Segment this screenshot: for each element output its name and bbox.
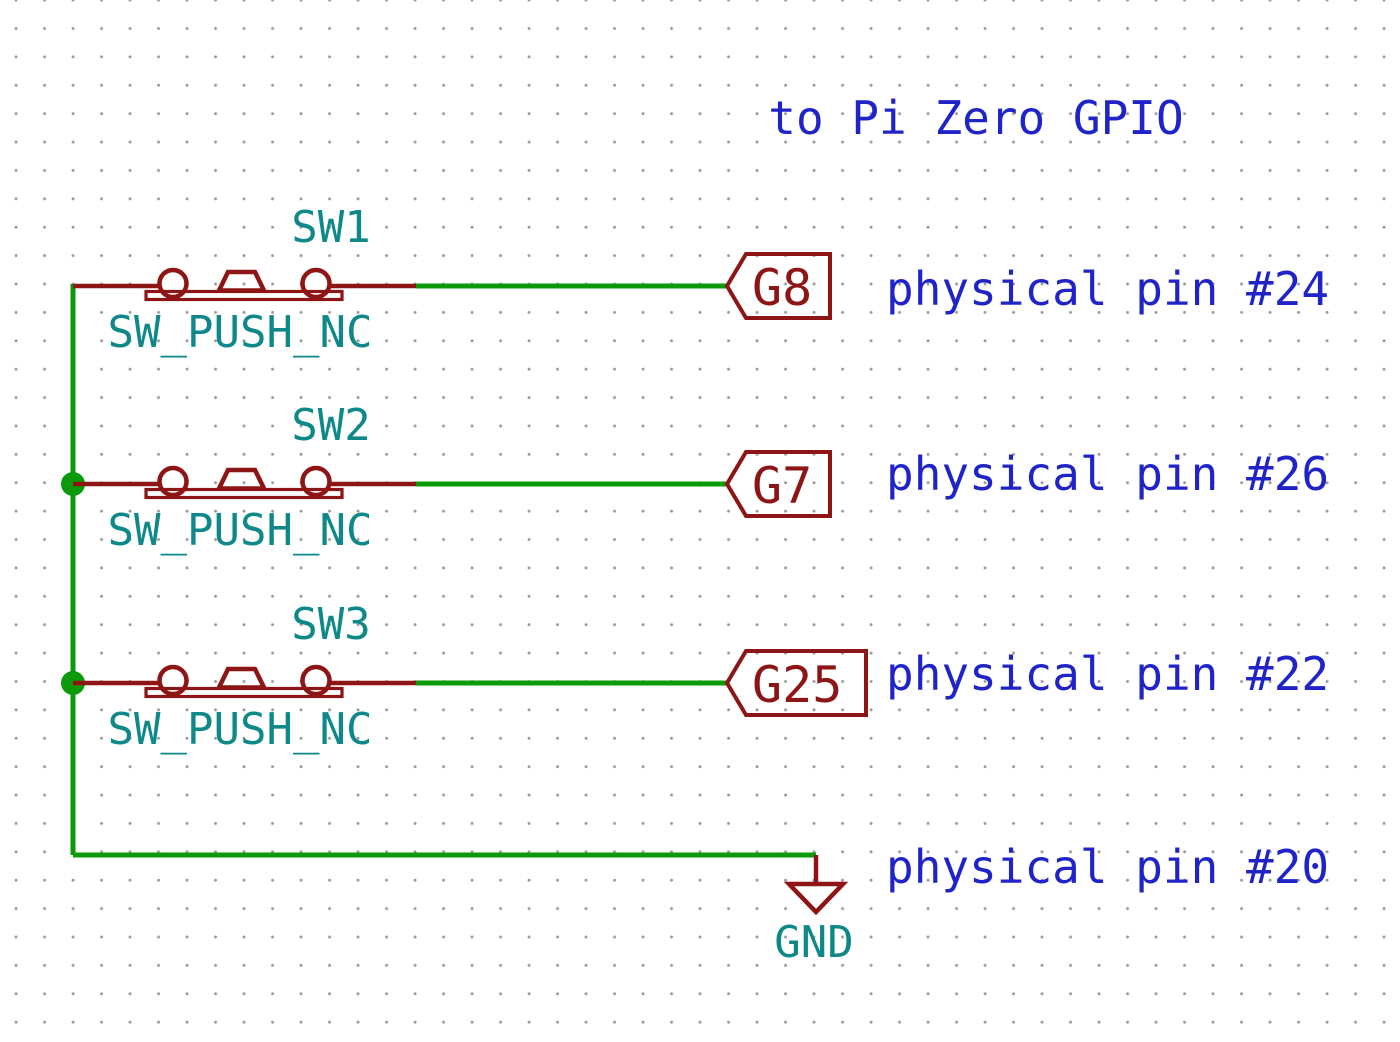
contact-circle-right xyxy=(300,267,332,300)
global-label-shape xyxy=(724,252,832,320)
contact-circle-left xyxy=(157,664,189,697)
component-ref[interactable]: SW2 xyxy=(291,400,370,451)
actuator-icon xyxy=(215,269,268,293)
gnd-net-label: GND xyxy=(774,917,853,968)
contact-bar xyxy=(144,487,344,500)
contact-circle-right xyxy=(300,465,332,498)
row-sw1: SW1 SW_PUSH_NC G8 physical pin #24 xyxy=(73,202,1329,358)
global-label-g7[interactable]: G7 xyxy=(724,450,832,518)
gnd-triangle-icon xyxy=(783,881,849,916)
component-ref[interactable]: SW1 xyxy=(291,202,370,253)
schematic-title[interactable]: to Pi Zero GPIO xyxy=(768,91,1183,145)
row-sw3: SW3 SW_PUSH_NC G25 xyxy=(61,599,868,755)
global-label-text: G8 xyxy=(752,259,812,317)
actuator-icon xyxy=(215,666,268,690)
global-label-g25[interactable]: G25 xyxy=(724,649,868,717)
contact-bar xyxy=(144,686,344,699)
component-value[interactable]: SW_PUSH_NC xyxy=(108,704,373,755)
switch-symbol-sw3[interactable] xyxy=(73,664,416,699)
global-label-text: G25 xyxy=(752,656,842,714)
component-value[interactable]: SW_PUSH_NC xyxy=(108,307,373,358)
row-sw2: SW2 SW_PUSH_NC G7 xyxy=(61,400,832,556)
global-label-shape xyxy=(724,450,832,518)
global-label-text: G7 xyxy=(752,457,812,515)
annotation-pin-24[interactable]: physical pin #24 xyxy=(886,262,1329,316)
contact-circle-right xyxy=(300,664,332,697)
switch-symbol-sw1[interactable] xyxy=(73,267,416,302)
global-label-shape xyxy=(724,649,868,717)
contact-bar xyxy=(144,289,344,302)
contact-circle-left xyxy=(157,267,189,300)
contact-circle-left xyxy=(157,465,189,498)
component-value[interactable]: SW_PUSH_NC xyxy=(108,505,373,556)
annotation-pin-22[interactable]: physical pin #22 xyxy=(886,647,1329,701)
annotation-pin-26[interactable]: physical pin #26 xyxy=(886,447,1329,501)
switch-symbol-sw2[interactable] xyxy=(73,465,416,500)
component-ref[interactable]: SW3 xyxy=(291,599,370,650)
annotation-pin-20[interactable]: physical pin #20 xyxy=(886,840,1329,894)
actuator-icon xyxy=(215,467,268,491)
gnd-power-symbol[interactable]: GND xyxy=(774,855,854,968)
global-label-g8[interactable]: G8 xyxy=(724,252,832,320)
